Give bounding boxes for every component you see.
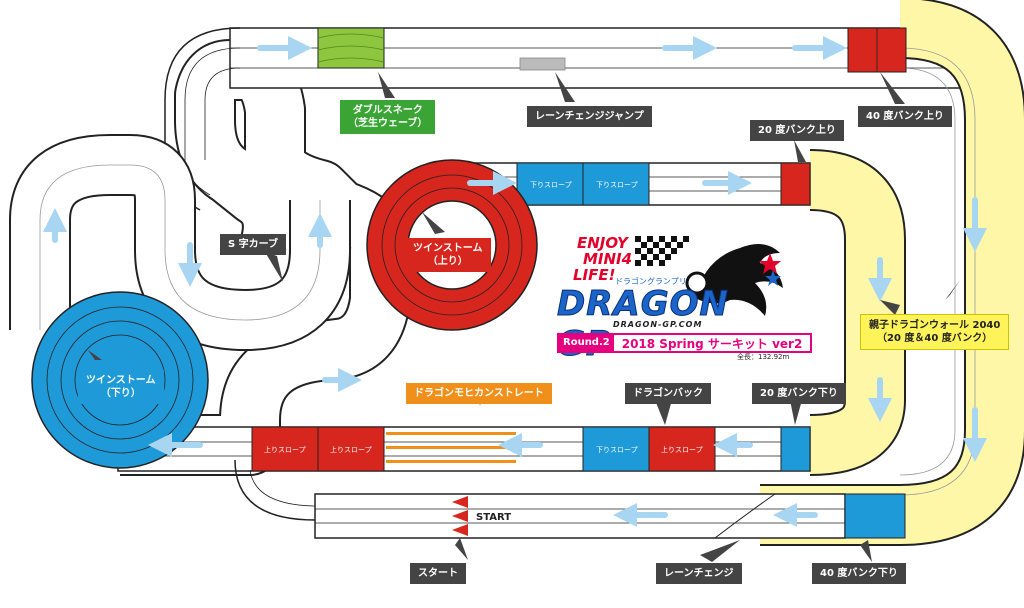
callout-dragon-mohican: ドラゴンモヒカンストレート	[406, 383, 552, 404]
logo-life: LIFE!	[573, 266, 616, 284]
segment-label: 上りスロープ	[661, 445, 703, 454]
callout-twin-storm-lower: ツインストーム （下り）	[78, 370, 164, 404]
callout-bank-20-up: 20 度バンク上り	[750, 120, 844, 141]
callout-bank-40-down: 40 度バンク下り	[812, 563, 906, 584]
start-flags	[452, 496, 468, 536]
start-label: START	[476, 512, 512, 523]
callout-pointers	[88, 72, 960, 562]
callout-twin-storm-upper: ツインストーム （上り）	[405, 238, 491, 272]
callout-oyako-dragon-wall: 親子ドラゴンウォール 2040 （20 度＆40 度バンク）	[860, 314, 1010, 350]
outer-track	[120, 39, 412, 476]
mohican-stripes	[386, 432, 516, 463]
logo-kana: ドラゴングランプリ	[615, 277, 687, 286]
course-length: 全長：132.92m	[737, 353, 790, 361]
lower-main-straight	[117, 426, 811, 472]
callout-double-snake: ダブルスネーク （芝生ウェーブ）	[340, 100, 436, 134]
checker-flag-icon	[635, 236, 689, 266]
inner-bank-track	[808, 149, 906, 476]
logo-url: DRAGON-GP.COM	[613, 320, 703, 329]
segment-label: 下りスロープ	[596, 446, 638, 454]
callout-bank-40-up: 40 度バンク上り	[858, 106, 952, 127]
callout-lane-change: レーンチェンジ	[656, 563, 742, 584]
segment-label: 下りスロープ	[530, 181, 572, 189]
jump-ramp	[519, 57, 566, 71]
callout-start: スタート	[410, 563, 466, 584]
logo-mini4: MINI4	[583, 250, 633, 268]
bottom-straight	[234, 459, 906, 539]
segment-label: 上りスロープ	[264, 445, 306, 454]
direction-arrows	[43, 36, 987, 527]
dragon-icon	[685, 244, 783, 316]
s-curve-section	[8, 134, 351, 352]
callout-bank-20-down: 20 度バンク下り	[752, 383, 846, 404]
round-tag: Round.2	[559, 335, 614, 351]
callout-lane-change-jump: レーンチェンジジャンプ	[527, 106, 652, 127]
callout-s-curve: S 字カーブ	[220, 234, 287, 255]
segment-label: 上りスロープ	[330, 445, 372, 454]
logo-enjoy: ENJOY	[577, 234, 628, 252]
round-title: 2018 Spring サーキット ver2	[621, 336, 803, 351]
callout-dragon-back: ドラゴンバック	[625, 383, 711, 404]
segment-label: 下りスロープ	[596, 181, 638, 189]
round-banner: Round.2 2018 Spring サーキット ver2	[557, 333, 813, 353]
segment-labels: 下りスロープ 下りスロープ 上りスロープ 上りスロープ 下りスロープ 上りスロー…	[264, 181, 703, 454]
right-bank-track	[760, 0, 1024, 546]
